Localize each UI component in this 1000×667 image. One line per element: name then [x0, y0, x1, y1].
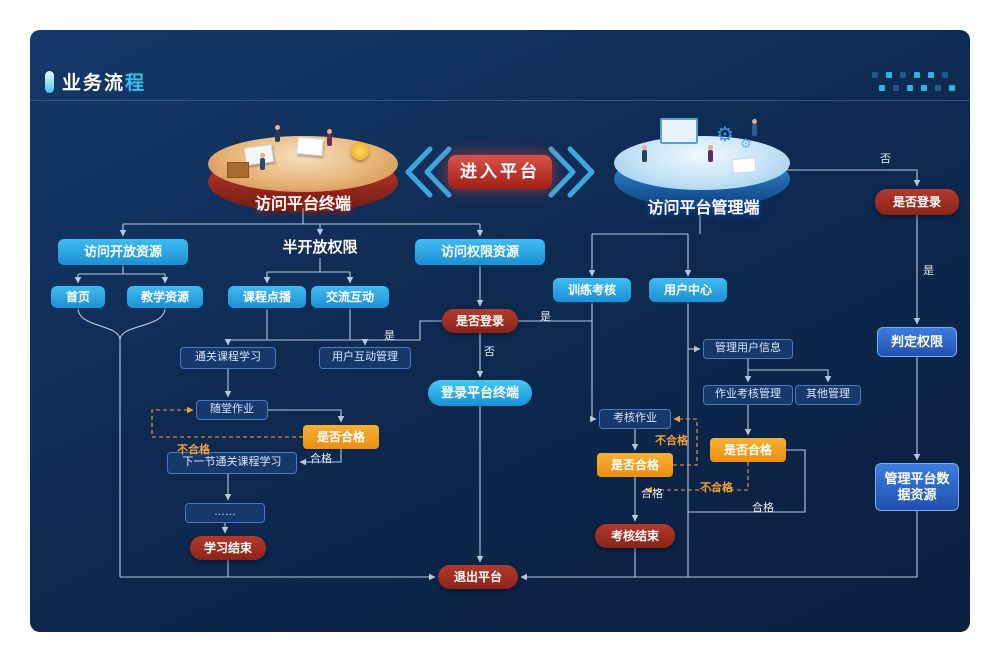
next-pass-course-node: 下一节通关课程学习: [167, 452, 297, 474]
edge-label-pass: 合格: [752, 502, 774, 514]
dot-icon: [907, 85, 913, 91]
exam-homework-node: 考核作业: [599, 409, 671, 429]
header-divider: [30, 100, 970, 101]
edge-label-yes: 是: [384, 330, 395, 342]
course-vod-node: 课程点播: [228, 286, 306, 308]
platform-terminal-illustration: [205, 118, 401, 218]
dot-icon: [879, 85, 885, 91]
page-title: 业务流程: [62, 68, 146, 95]
platform-admin-label: 访问平台管理端: [647, 200, 760, 217]
other-mgmt-node: 其他管理: [795, 385, 861, 405]
homework-exam-mgmt-node: 作业考核管理: [703, 385, 793, 405]
exit-platform-node: 退出平台: [438, 565, 518, 589]
page-title-main: 业务流: [62, 73, 126, 94]
person-icon: [275, 125, 280, 142]
dot-icon: [886, 72, 892, 78]
edge-label-no: 否: [880, 153, 891, 165]
dot-icon: [935, 85, 941, 91]
study-end-node: 学习结束: [190, 536, 266, 560]
edge-label-fail: 不合格: [700, 482, 733, 494]
dot-icon: [928, 72, 934, 78]
edge-label-pass: 合格: [641, 488, 663, 500]
dot-icon: [900, 72, 906, 78]
dot-icon: [949, 85, 955, 91]
judge-permission-node: 判定权限: [877, 327, 957, 357]
dot-icon: [942, 72, 948, 78]
edge-label-no: 否: [484, 346, 495, 358]
home-node: 首页: [51, 286, 105, 308]
coin-icon: [351, 142, 369, 160]
chevrons-left-icon: [405, 146, 433, 198]
gear-icon: ⚙: [716, 124, 734, 146]
training-exam-node: 训练考核: [553, 278, 631, 302]
interaction-node: 交流互动: [311, 286, 389, 308]
dot-icon: [921, 85, 927, 91]
screen-icon: [660, 118, 698, 144]
edge-label-pass: 合格: [310, 453, 332, 465]
person-icon: [642, 145, 647, 162]
edge-label-yes: 是: [540, 311, 551, 323]
person-icon: [260, 153, 265, 170]
ellipsis-node: ……: [185, 503, 265, 523]
enter-platform-node: 进入平台: [448, 155, 552, 189]
is-qualified-node-1: 是否合格: [303, 425, 379, 449]
dots-decoration: [872, 72, 955, 98]
user-interaction-mgmt-node: 用户互动管理: [319, 347, 411, 369]
dot-icon: [914, 72, 920, 78]
is-qualified-node-2: 是否合格: [597, 453, 673, 477]
is-qualified-node-3: 是否合格: [710, 438, 786, 462]
class-homework-node: 随堂作业: [196, 400, 268, 420]
login-terminal-node: 登录平台终端: [428, 380, 532, 406]
page-title-accent: 程: [125, 73, 147, 94]
title-capsule-icon: [45, 71, 54, 93]
chevrons-right-icon: [548, 146, 576, 198]
person-icon: [708, 145, 713, 162]
crate-icon: [227, 162, 249, 178]
chevrons-right-icon: [567, 146, 595, 198]
teaching-resources-node: 教学资源: [127, 286, 203, 308]
semi-open-permission-node: 半开放权限: [282, 238, 358, 256]
pass-course-node: 通关课程学习: [180, 347, 276, 369]
manage-user-info-node: 管理用户信息: [703, 339, 793, 359]
permission-resources-node: 访问权限资源: [415, 239, 545, 265]
dot-icon: [872, 72, 878, 78]
open-resources-node: 访问开放资源: [58, 239, 188, 265]
gear-icon: ⚙: [740, 136, 752, 151]
manage-platform-data-node: 管理平台数据资源: [875, 463, 959, 511]
edge-label-fail: 不合格: [655, 435, 688, 447]
is-login-node-mid: 是否登录: [442, 309, 518, 333]
platform-terminal-label: 访问平台终端: [254, 196, 351, 213]
person-icon: [752, 119, 757, 136]
chevrons-left-icon: [424, 146, 452, 198]
is-login-node-top-right: 是否登录: [875, 189, 959, 215]
exam-end-node: 考核结束: [595, 524, 675, 548]
edge-label-yes: 是: [923, 265, 934, 277]
dot-icon: [893, 85, 899, 91]
person-icon: [327, 129, 332, 146]
edge-label-fail: 不合格: [177, 444, 210, 456]
user-center-node: 用户中心: [649, 278, 727, 302]
platform-admin-illustration: ⚙ ⚙: [612, 116, 792, 216]
